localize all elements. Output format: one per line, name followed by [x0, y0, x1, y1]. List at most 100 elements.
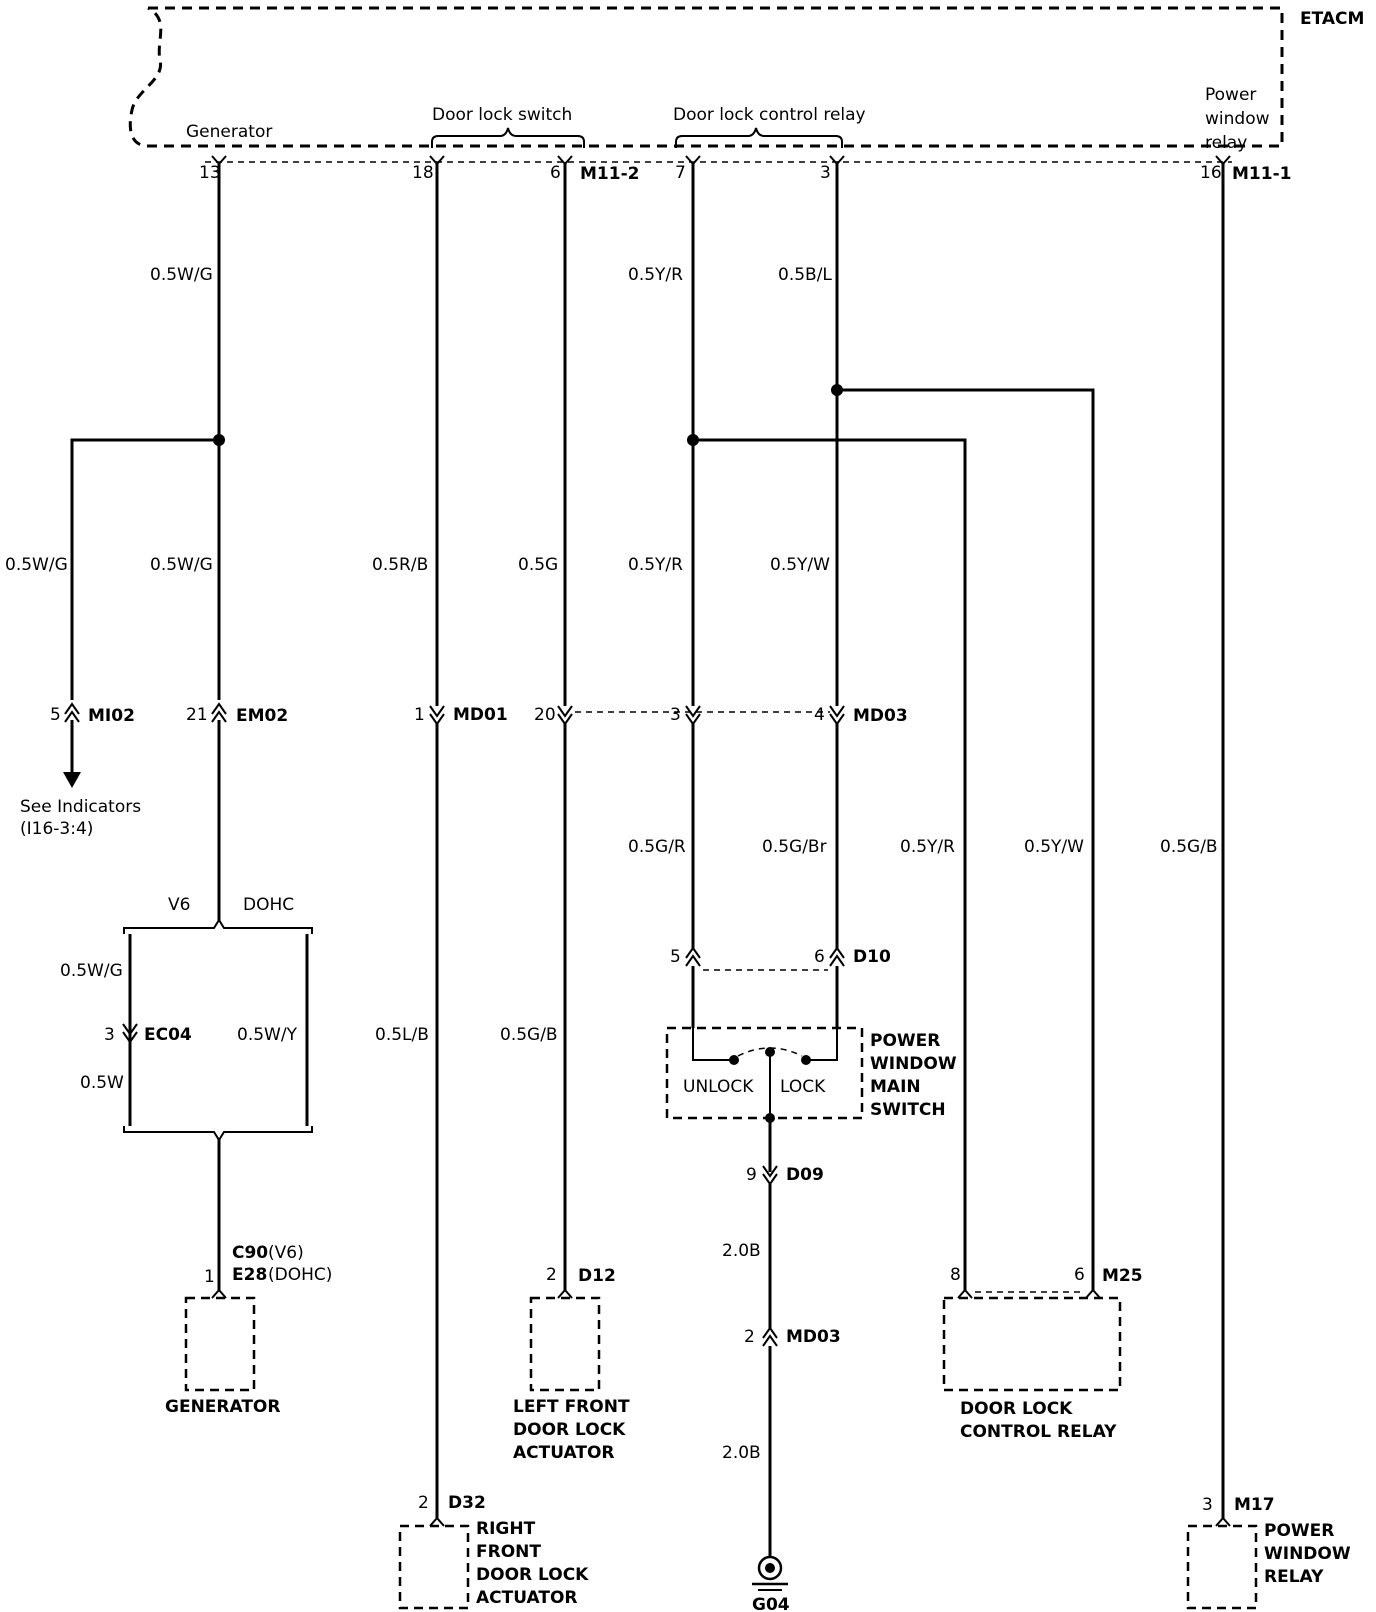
- variant-dohc: DOHC: [243, 895, 294, 915]
- pin-3-md03: 3: [670, 705, 681, 725]
- d12-label: D12: [578, 1266, 616, 1286]
- pin-mark-d12: [557, 1288, 573, 1299]
- pin-6-d10: 6: [814, 947, 825, 967]
- connector-mark-md03-2: [762, 1326, 778, 1347]
- pin-20: 20: [534, 705, 556, 725]
- power-window-main-switch-component: [665, 1026, 864, 1120]
- left-front-label-2: DOOR LOCK: [513, 1420, 626, 1440]
- see-indicators-2: (I16-3:4): [20, 819, 93, 839]
- power-window-relay-label-1: POWER: [1264, 1521, 1334, 1541]
- pin-5-mi02: 5: [50, 705, 61, 725]
- pin-mark-m25-8: [957, 1288, 973, 1299]
- pin-21: 21: [186, 705, 208, 725]
- e28-suffix: (DOHC): [268, 1265, 332, 1285]
- connector-mark-md03-4: [829, 705, 845, 726]
- generator-header: Generator: [186, 122, 272, 142]
- pin-mark-generator: [211, 1288, 227, 1299]
- pin-13: 13: [199, 163, 221, 183]
- power-window-relay-header-3: relay: [1205, 133, 1247, 153]
- connector-mark-em02: [211, 702, 227, 723]
- wire-yw-to-relay: [837, 388, 1095, 1290]
- pin-mark-m25-6: [1085, 1288, 1101, 1299]
- power-window-relay-label-3: RELAY: [1264, 1567, 1324, 1587]
- power-window-relay-component: [1186, 1524, 1258, 1610]
- wire-label-w: 0.5W: [80, 1073, 124, 1093]
- switch-lock-label: LOCK: [780, 1077, 826, 1097]
- see-indicators-1: See Indicators: [20, 797, 141, 817]
- md01-label: MD01: [453, 705, 508, 725]
- switch-name-3: MAIN: [870, 1077, 921, 1097]
- wire-label-mi02: 0.5W/G: [5, 555, 68, 575]
- etacm-outline: [128, 6, 1284, 148]
- left-front-label-1: LEFT FRONT: [513, 1397, 630, 1417]
- switch-travel-arc: [737, 1047, 803, 1057]
- m25-label: M25: [1102, 1266, 1143, 1286]
- d09-label: D09: [786, 1165, 824, 1185]
- wire-label-wg-v6: 0.5W/G: [60, 961, 123, 981]
- pin-6-m25: 6: [1074, 1265, 1085, 1285]
- e28-label: E28: [232, 1265, 267, 1285]
- door-lock-switch-brace: [431, 127, 585, 148]
- pin-9: 9: [746, 1165, 757, 1185]
- pin-8-m25: 8: [950, 1265, 961, 1285]
- m11-2-label: M11-2: [580, 164, 639, 184]
- variant-split-top: [123, 918, 313, 934]
- wire-label-gb: 0.5G/B: [500, 1025, 558, 1045]
- mi02-label: MI02: [88, 706, 135, 726]
- pin-3-top: 3: [820, 163, 831, 183]
- wire-yr-to-relay: [693, 438, 967, 1290]
- power-window-relay-label-2: WINDOW: [1264, 1544, 1351, 1564]
- d10-label: D10: [853, 947, 891, 967]
- g04-label: G04: [752, 1595, 790, 1612]
- m17-label: M17: [1234, 1495, 1275, 1515]
- em02-label: EM02: [236, 706, 288, 726]
- wire-label-yr-top: 0.5Y/R: [628, 265, 683, 285]
- pin-18: 18: [412, 163, 434, 183]
- power-window-relay-header-1: Power: [1205, 85, 1256, 105]
- wire-label-yr-mid: 0.5Y/R: [628, 555, 683, 575]
- pin-16: 16: [1200, 163, 1222, 183]
- door-lock-relay-label-2: CONTROL RELAY: [960, 1422, 1117, 1442]
- ground-icon: [752, 1555, 788, 1591]
- switch-name-1: POWER: [870, 1031, 940, 1051]
- generator-label: GENERATOR: [165, 1397, 280, 1417]
- connector-mark-d10-6: [829, 946, 845, 967]
- pin-3-ec04: 3: [104, 1025, 115, 1045]
- pin-5-d10: 5: [670, 947, 681, 967]
- connector-mark-md01: [429, 705, 445, 726]
- arrow-down-icon: [63, 772, 81, 788]
- switch-wire-lock: [806, 1028, 838, 1061]
- wire-to-mi02: [70, 438, 219, 700]
- switch-wire-unlock: [692, 1028, 732, 1061]
- wire-label-g: 0.5G: [518, 555, 558, 575]
- left-front-actuator-component: [529, 1296, 601, 1392]
- door-lock-control-relay-brace: [675, 127, 843, 148]
- right-front-label-3: DOOR LOCK: [476, 1565, 589, 1585]
- connector-mark-mi02: [64, 702, 80, 723]
- wire-label-gr: 0.5G/R: [628, 837, 686, 857]
- wire-label-gbr: 0.5G/Br: [762, 837, 827, 857]
- wire-label-20b-a: 2.0B: [722, 1241, 761, 1261]
- door-lock-switch-header: Door lock switch: [432, 105, 572, 125]
- md03-lower-label: MD03: [786, 1327, 841, 1347]
- generator-component: [184, 1296, 256, 1392]
- wire-label-lb: 0.5L/B: [375, 1025, 429, 1045]
- md03-label: MD03: [853, 706, 908, 726]
- connector-mark-d10-5: [685, 946, 701, 967]
- right-front-actuator-component: [398, 1524, 470, 1610]
- variant-split-bottom: [123, 1126, 313, 1142]
- door-lock-control-relay-component: [942, 1296, 1122, 1392]
- pin-2-d12: 2: [546, 1265, 557, 1285]
- wire-label-bl: 0.5B/L: [778, 265, 832, 285]
- door-lock-control-relay-header: Door lock control relay: [673, 105, 866, 125]
- pin-4-md03: 4: [814, 705, 825, 725]
- c90-suffix: (V6): [268, 1243, 304, 1263]
- d32-label: D32: [448, 1493, 486, 1513]
- pin-6-top: 6: [550, 163, 561, 183]
- pin-2-d32: 2: [418, 1493, 429, 1513]
- c90-label: C90: [232, 1243, 268, 1263]
- switch-name-2: WINDOW: [870, 1054, 957, 1074]
- pin-3-m17: 3: [1202, 1495, 1213, 1515]
- ec04-label: EC04: [144, 1025, 192, 1045]
